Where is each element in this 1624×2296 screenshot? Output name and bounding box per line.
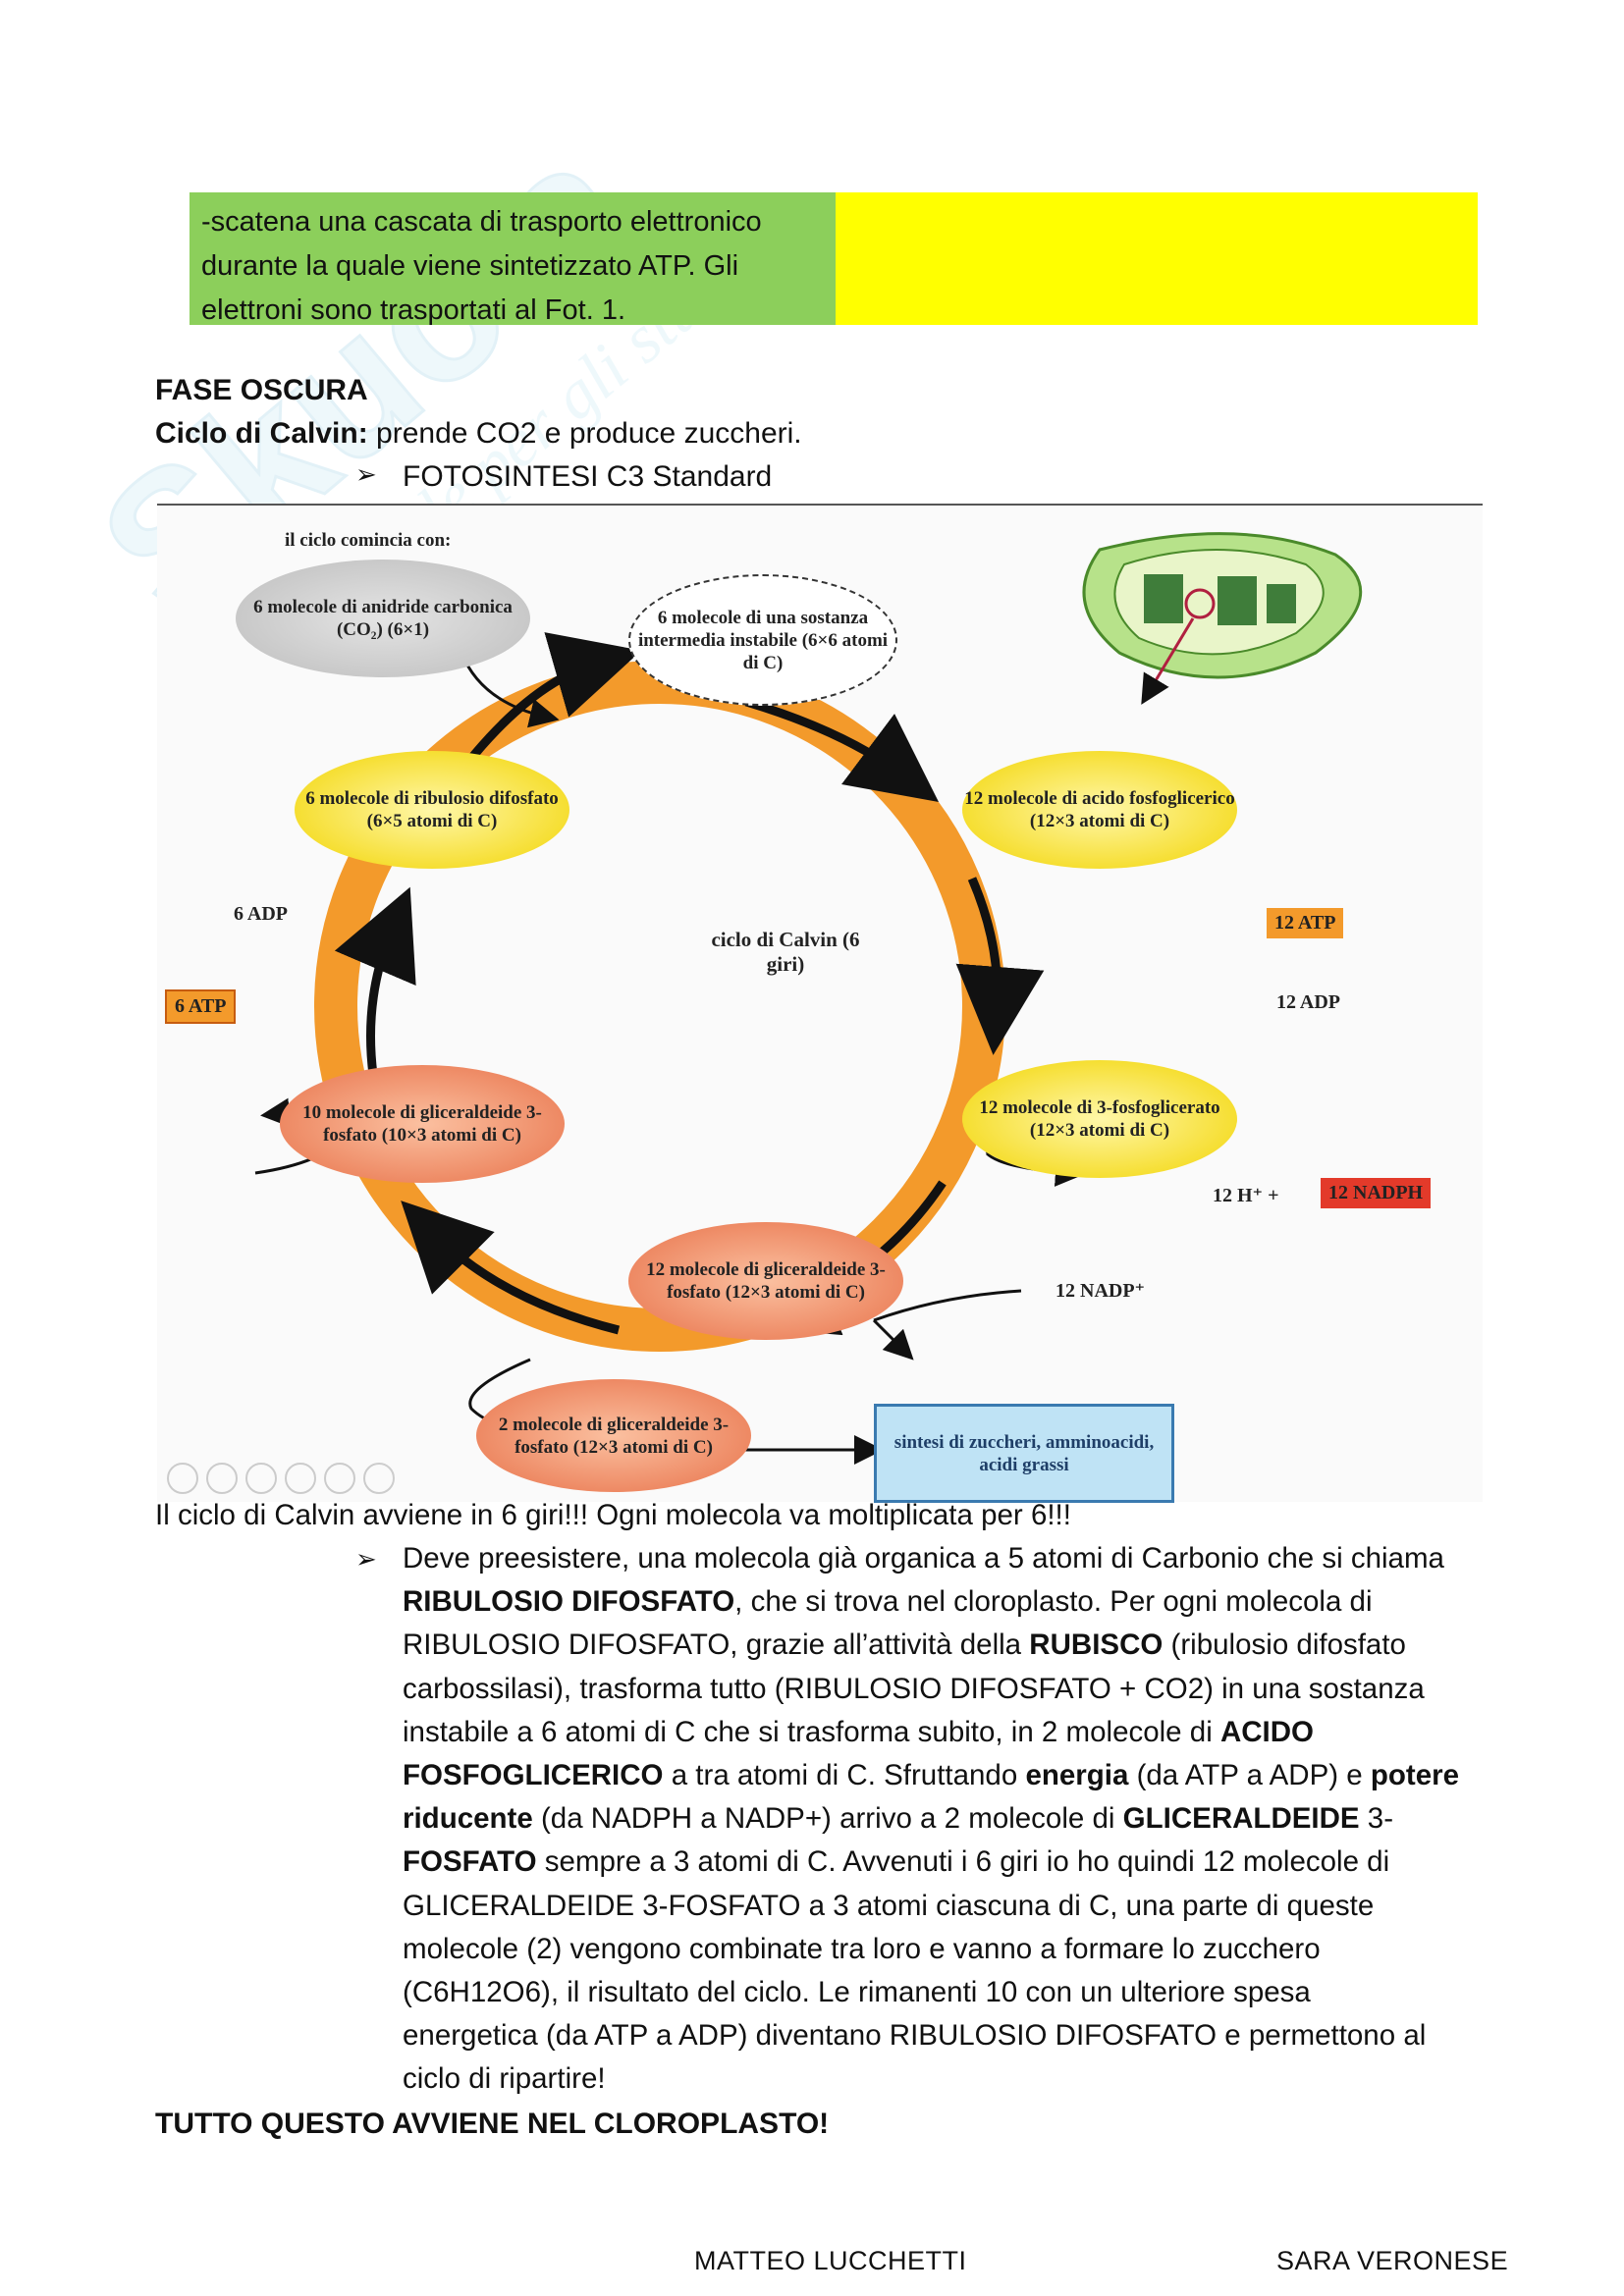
calvin-cycle-diagram: il ciclo comincia con: 6 molecole di ani…: [157, 504, 1483, 1503]
adp-12-label: 12 ADP: [1276, 991, 1340, 1013]
green-cell: -scatena una cascata di trasporto elettr…: [189, 192, 836, 326]
node-g3p-10: 10 molecole di gliceraldeide 3-fosfato (…: [280, 1065, 565, 1183]
para-line: instabile a 6 atomi di C che si trasform…: [403, 1711, 1483, 1754]
adp-6-label: 6 ADP: [234, 903, 288, 925]
body-paragraph: Deve preesistere, una molecola già organ…: [403, 1537, 1483, 2102]
para-line: GLICERALDEIDE 3-FOSFATO a 3 atomi ciascu…: [403, 1889, 1375, 1922]
green-line-2: durante la quale viene sintetizzato ATP.…: [201, 250, 739, 282]
green-line-3: elettroni sono trasportati al Fot. 1.: [201, 294, 625, 326]
bold-term: potere: [1370, 1759, 1460, 1792]
para-line: RIBULOSIO DIFOSFATO, grazie all’attività…: [403, 1624, 1483, 1667]
bold-term: energia: [1025, 1759, 1129, 1792]
para-text: , che si trova nel cloroplasto. Per ogni…: [734, 1585, 1373, 1619]
para-line: RIBULOSIO DIFOSFATO, che si trova nel cl…: [403, 1580, 1483, 1624]
h-plus-label: 12 H⁺ +: [1213, 1185, 1279, 1206]
section-heading: FASE OSCURA: [155, 374, 368, 406]
para-line: FOSFATO sempre a 3 atomi di C. Avvenuti …: [403, 1841, 1483, 1884]
node-rubp: 6 molecole di ribulosio difosfato (6×5 a…: [295, 751, 569, 869]
bold-term: ACIDO: [1219, 1715, 1315, 1748]
node-g3p-12: 12 molecole di gliceraldeide 3-fosfato (…: [628, 1222, 903, 1340]
bold-term: RIBULOSIO DIFOSFATO: [403, 1585, 735, 1619]
calvin-label: Ciclo di Calvin:: [155, 417, 368, 450]
nadph-12-tag: 12 NADPH: [1321, 1178, 1432, 1208]
footer-author-right: SARA VERONESE: [1276, 2246, 1509, 2275]
para-line: riducente (da NADPH a NADP+) arrivo a 2 …: [403, 1797, 1483, 1841]
bullet-arrow-icon-2: ➢: [355, 1544, 377, 1574]
copy-icon[interactable]: [285, 1463, 316, 1494]
zoom-icon[interactable]: [324, 1463, 355, 1494]
para-text: instabile a 6 atomi di C che si trasform…: [403, 1715, 1220, 1748]
bold-term: RUBISCO: [1029, 1629, 1164, 1662]
para-text: 3-: [1359, 1802, 1394, 1836]
node-intermediate: 6 molecole di una sostanza intermedia in…: [628, 574, 897, 706]
nadp-12-label: 12 NADP⁺: [1056, 1280, 1146, 1302]
bold-term: GLICERALDEIDE: [1122, 1802, 1360, 1836]
bullet-fotosintesi: FOTOSINTESI C3 Standard: [403, 460, 773, 493]
chloroplast-image: [1082, 532, 1363, 705]
para-text: (ribulosio difosfato: [1163, 1629, 1406, 1662]
viewer-toolbar: [167, 1463, 395, 1494]
cycle-center-label: ciclo di Calvin (6 giri): [711, 928, 860, 976]
para-text: a tra atomi di C. Sfruttando: [663, 1759, 1026, 1792]
atp-12-tag: 12 ATP: [1267, 908, 1344, 938]
prev-icon[interactable]: [167, 1463, 198, 1494]
bold-term: riducente: [403, 1802, 533, 1836]
para-line: carbossilasi), trasforma tutto (RIBULOSI…: [403, 1672, 1425, 1705]
atp-6-tag: 6 ATP: [165, 989, 237, 1024]
output-box: sintesi di zuccheri, amminoacidi, acidi …: [874, 1404, 1174, 1503]
para-text: RIBULOSIO DIFOSFATO, grazie all’attività…: [403, 1629, 1030, 1662]
node-pga: 12 molecole di acido fosfoglicerico (12×…: [962, 751, 1237, 869]
calvin-definition: Ciclo di Calvin: prende CO2 e produce zu…: [155, 412, 802, 455]
yellow-cell: [836, 192, 1478, 325]
node-g3p-2: 2 molecole di gliceraldeide 3-fosfato (1…: [476, 1379, 751, 1492]
bullet-arrow-icon: ➢: [355, 459, 377, 489]
para-text: sempre a 3 atomi di C. Avvenuti i 6 giri…: [536, 1845, 1390, 1879]
para-text: (da NADPH a NADP+) arrivo a 2 molecole d…: [532, 1802, 1123, 1836]
node-3pg: 12 molecole di 3-fosfoglicerato (12×3 at…: [962, 1060, 1237, 1178]
highlight-table: -scatena una cascata di trasporto elettr…: [189, 192, 1478, 326]
para-line: (C6H12O6), il risultato del ciclo. Le ri…: [403, 1976, 1311, 2009]
calvin-text: prende CO2 e produce zuccheri.: [367, 417, 802, 450]
para-text: (da ATP a ADP) e: [1128, 1759, 1371, 1792]
minus-icon[interactable]: [363, 1463, 395, 1494]
bold-term: FOSFOGLICERICO: [403, 1759, 664, 1792]
para-line: molecole (2) vengono combinate tra loro …: [403, 1932, 1321, 1965]
final-statement: TUTTO QUESTO AVVIENE NEL CLOROPLASTO!: [155, 2108, 830, 2140]
bold-term: FOSFATO: [403, 1845, 537, 1879]
green-line-1: -scatena una cascata di trasporto elettr…: [201, 206, 762, 238]
para-line: FOSFOGLICERICO a tra atomi di C. Sfrutta…: [403, 1754, 1483, 1797]
para-line: energetica (da ATP a ADP) diventano RIBU…: [403, 2019, 1427, 2053]
para-line: Deve preesistere, una molecola già organ…: [403, 1542, 1444, 1575]
pen-icon[interactable]: [245, 1463, 277, 1494]
start-label: il ciclo comincia con:: [285, 530, 452, 551]
footer-author-left: MATTEO LUCCHETTI: [694, 2246, 967, 2275]
para-line: ciclo di ripartire!: [403, 2062, 606, 2096]
node-co2: 6 molecole di anidride carbonica (CO₂) (…: [236, 560, 530, 677]
line-6-giri: Il ciclo di Calvin avviene in 6 giri!!! …: [155, 1499, 1071, 1531]
play-icon[interactable]: [206, 1463, 238, 1494]
